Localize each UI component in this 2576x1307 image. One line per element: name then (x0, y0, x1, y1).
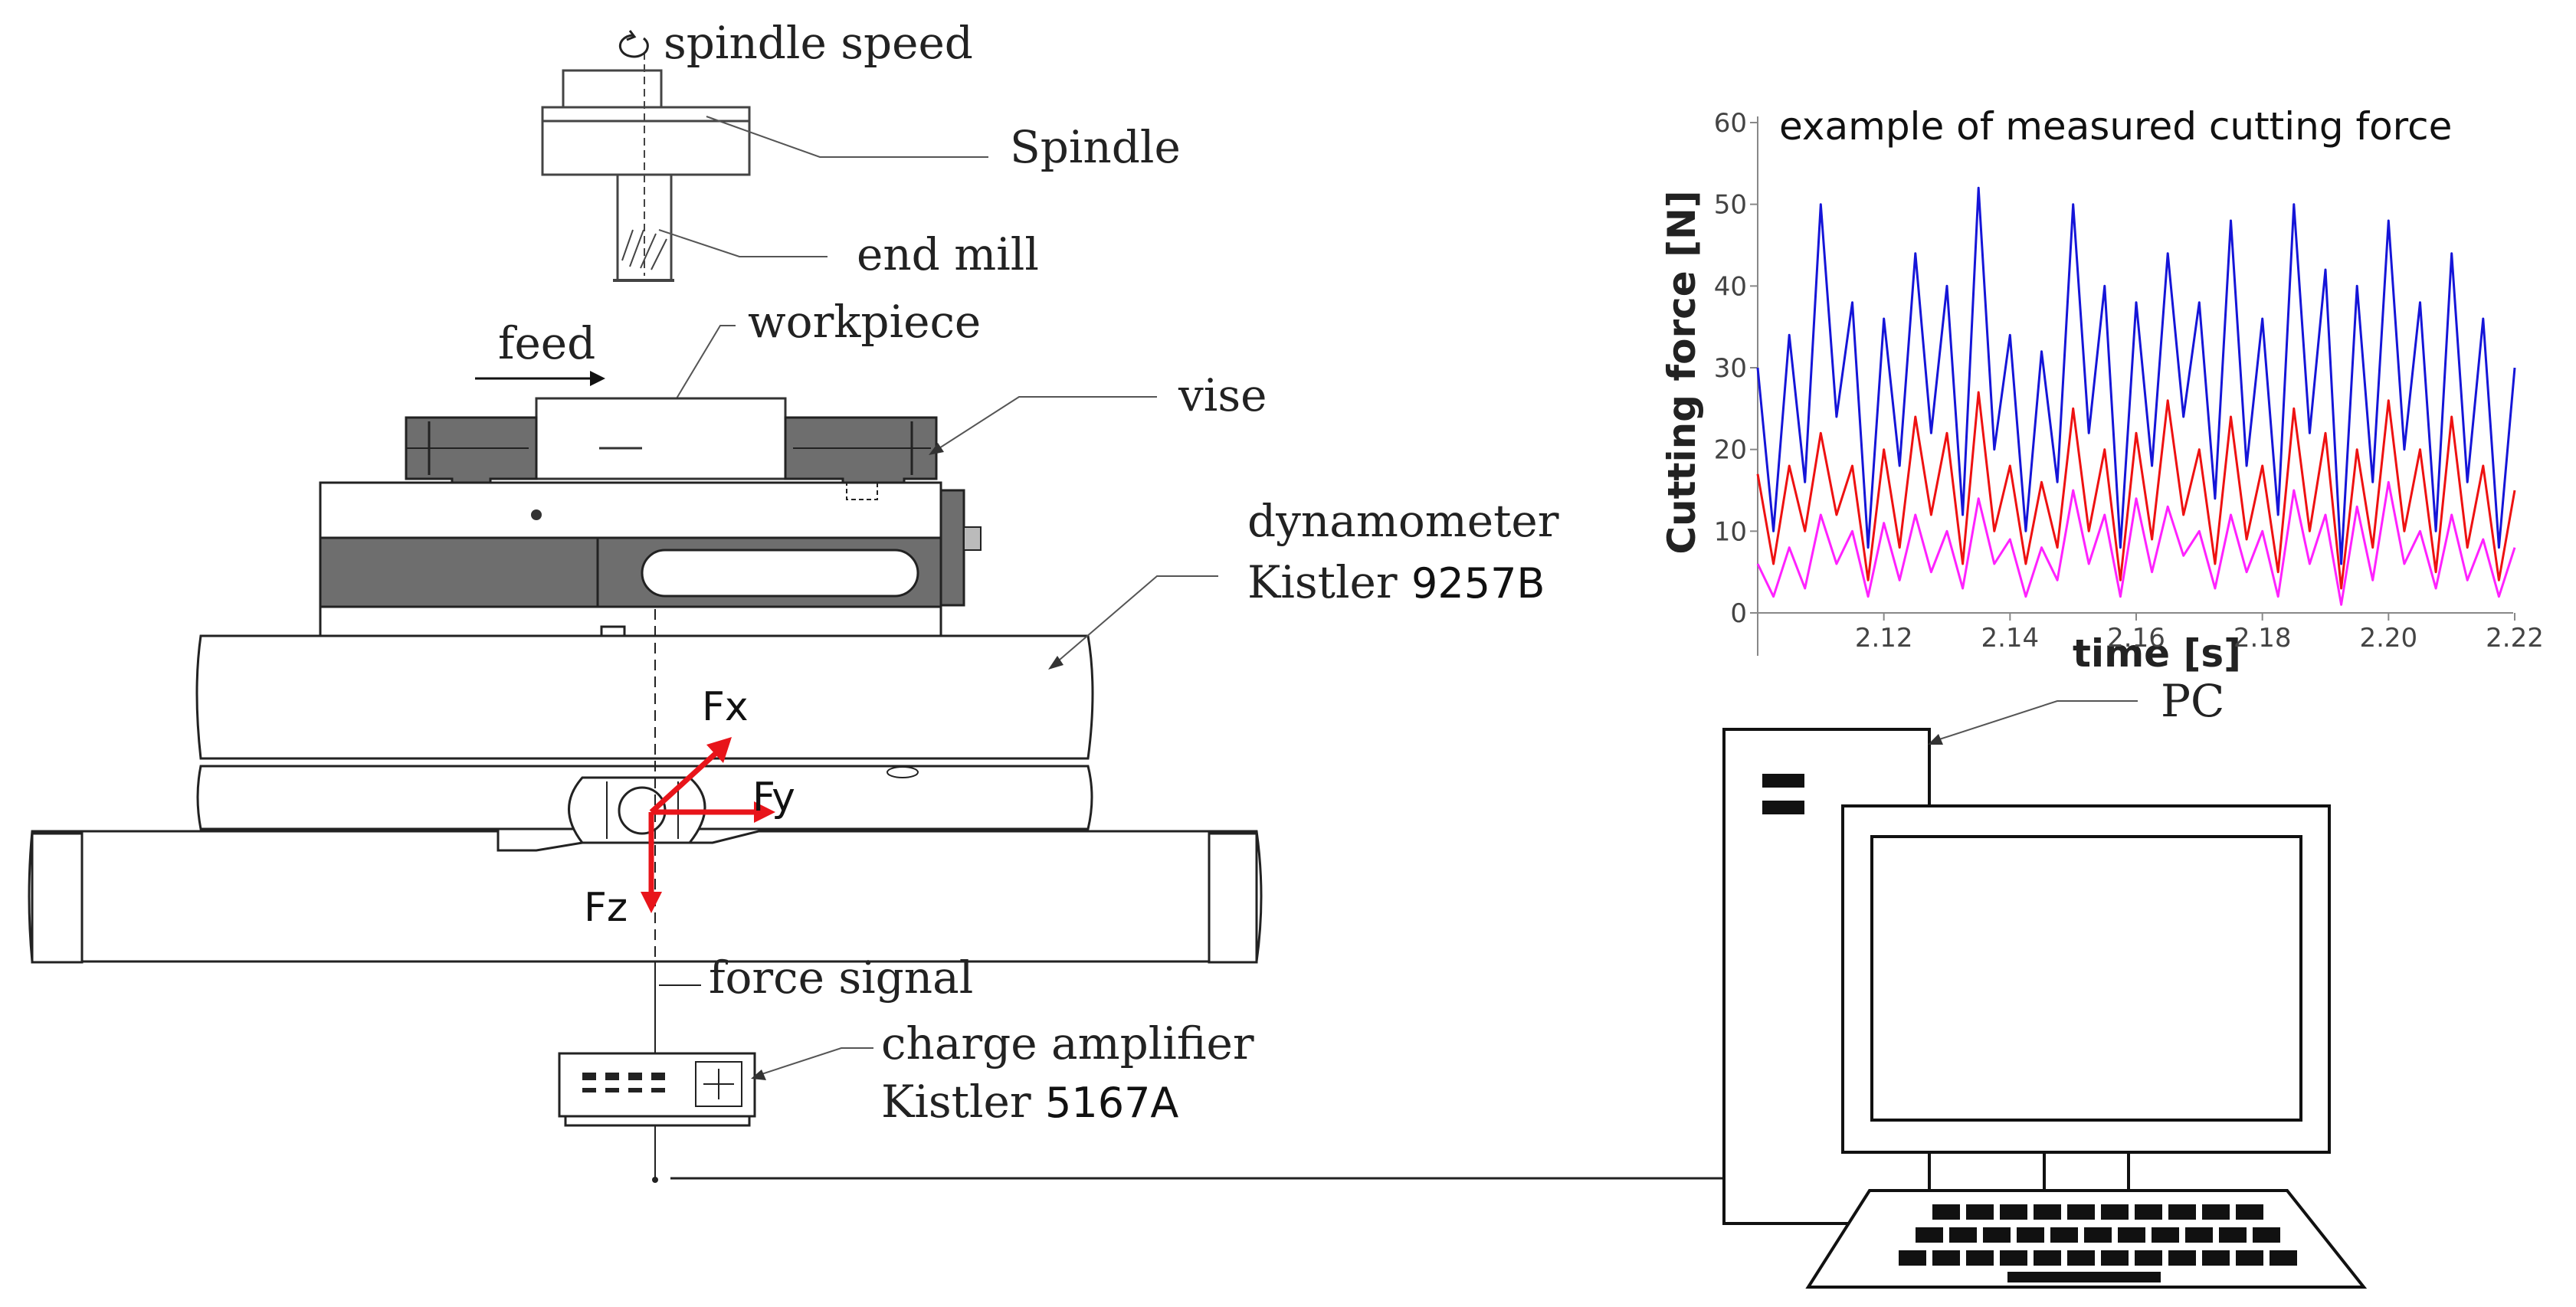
pc-drawing (1722, 728, 2368, 1289)
keyboard-key (2067, 1204, 2095, 1220)
keyboard-key (2101, 1250, 2129, 1266)
keyboard-key (2034, 1250, 2061, 1266)
workpiece-label: workpiece (748, 296, 981, 348)
end-mill-leader (658, 229, 828, 257)
pc-label: PC (2161, 675, 2224, 727)
keyboard-key (1966, 1204, 1994, 1220)
keyboard-key (2017, 1227, 2044, 1243)
fy-label: Fy (752, 775, 795, 821)
series-lines (1756, 186, 2516, 606)
keyboard-key (2084, 1227, 2112, 1243)
force-signal-label: force signal (709, 952, 973, 1004)
keyboard-key (2185, 1227, 2213, 1243)
keyboard-key (1949, 1227, 1977, 1243)
keyboard-key (2135, 1250, 2162, 1266)
keyboard-key (2202, 1204, 2230, 1220)
rotation-icon (618, 30, 649, 58)
pc-keyboard-keys (1899, 1204, 2297, 1282)
series-line-2 (1756, 391, 2516, 590)
force-arrows (641, 737, 775, 913)
y-tick-label: 40 (1714, 271, 1747, 302)
amplifier-label-line1: charge amplifier (881, 1017, 1254, 1070)
feed-label: feed (498, 317, 595, 369)
dynamometer-label-line2: Kistler 9257B (1247, 556, 1545, 608)
keyboard-key (1916, 1227, 1943, 1243)
spindle-label: Spindle (1010, 121, 1181, 173)
amplifier-model: 5167A (1045, 1079, 1178, 1127)
vise-leader (932, 396, 1157, 453)
y-tick-label: 60 (1714, 108, 1747, 139)
keyboard-key (2219, 1227, 2247, 1243)
pc-screen (1870, 835, 2302, 1122)
x-tick-label: 2.18 (2234, 623, 2292, 654)
vise-drawing (319, 397, 982, 637)
x-tick-label: 2.14 (1981, 623, 2039, 654)
amplifier-maker: Kistler (881, 1076, 1045, 1128)
x-tick-label: 2.22 (2486, 623, 2544, 654)
fx-label: Fx (702, 684, 749, 730)
keyboard-key (2000, 1204, 2027, 1220)
keyboard-key (2067, 1250, 2095, 1266)
charge-amplifier-drawing (558, 1052, 756, 1127)
keyboard-key (2118, 1227, 2145, 1243)
keyboard-key (2168, 1204, 2196, 1220)
x-tick-label: 2.16 (2107, 623, 2165, 654)
amplifier-leader (754, 1047, 873, 1077)
chart-y-axis-label: Cutting force [N] (1660, 190, 1704, 554)
amplifier-keys (582, 1073, 665, 1092)
keyboard-key (2152, 1227, 2179, 1243)
keyboard-key (1966, 1250, 1994, 1266)
keyboard-key (2236, 1250, 2263, 1266)
keyboard-key (2050, 1227, 2078, 1243)
workpiece-leader (664, 325, 736, 418)
fz-label: Fz (584, 885, 628, 931)
x-ticks: 2.12 2.14 2.16 2.18 2.20 2.22 (1855, 613, 2544, 654)
keyboard-key (2270, 1250, 2297, 1266)
series-line-1 (1756, 186, 2516, 565)
y-tick-label: 20 (1714, 435, 1747, 466)
keyboard-spacebar (2007, 1272, 2161, 1282)
pc-monitor-stand (2043, 1151, 2130, 1192)
x-tick-label: 2.20 (2359, 623, 2417, 654)
y-tick-label: 0 (1730, 598, 1747, 629)
y-tick-label: 30 (1714, 353, 1747, 384)
pc-drive-slots (1762, 774, 1804, 814)
dynamometer-maker: Kistler (1247, 556, 1411, 608)
keyboard-key (2135, 1204, 2162, 1220)
dynamometer-drawing (28, 625, 1263, 964)
keyboard-key (2253, 1227, 2280, 1243)
chart-x-axis-label: time [s] (2073, 631, 2241, 676)
series-line-3 (1756, 480, 2516, 606)
keyboard-key (1983, 1227, 2011, 1243)
keyboard-key (2168, 1250, 2196, 1266)
y-ticks: 0 10 20 30 40 50 60 (1714, 108, 1758, 629)
keyboard-key (1899, 1250, 1926, 1266)
pc-leader (1932, 700, 2138, 742)
keyboard-key (2034, 1204, 2061, 1220)
chart-title: example of measured cutting force (1779, 104, 2452, 149)
spindle-speed-label: spindle speed (664, 17, 973, 69)
keyboard-key (2000, 1250, 2027, 1266)
keyboard-key (1932, 1250, 1960, 1266)
keyboard-key (2236, 1204, 2263, 1220)
dynamometer-model: 9257B (1411, 559, 1545, 608)
x-tick-label: 2.12 (1855, 623, 1913, 654)
feed-arrowhead (590, 371, 605, 386)
workpiece-block (535, 397, 787, 480)
dynamometer-label-line1: dynamometer (1247, 495, 1559, 547)
y-tick-label: 10 (1714, 516, 1747, 547)
end-mill-label: end mill (857, 228, 1039, 280)
spindle-leader (706, 116, 988, 158)
keyboard-key (2101, 1204, 2129, 1220)
dynamometer-leader (1053, 575, 1218, 666)
y-tick-label: 50 (1714, 190, 1747, 221)
amplifier-label-line2: Kistler 5167A (881, 1076, 1178, 1128)
spindle-drawing (541, 52, 751, 282)
keyboard-key (2202, 1250, 2230, 1266)
keyboard-key (1932, 1204, 1960, 1220)
cutting-force-chart: example of measured cutting force Cuttin… (1660, 104, 2544, 676)
vise-label: vise (1178, 369, 1267, 421)
